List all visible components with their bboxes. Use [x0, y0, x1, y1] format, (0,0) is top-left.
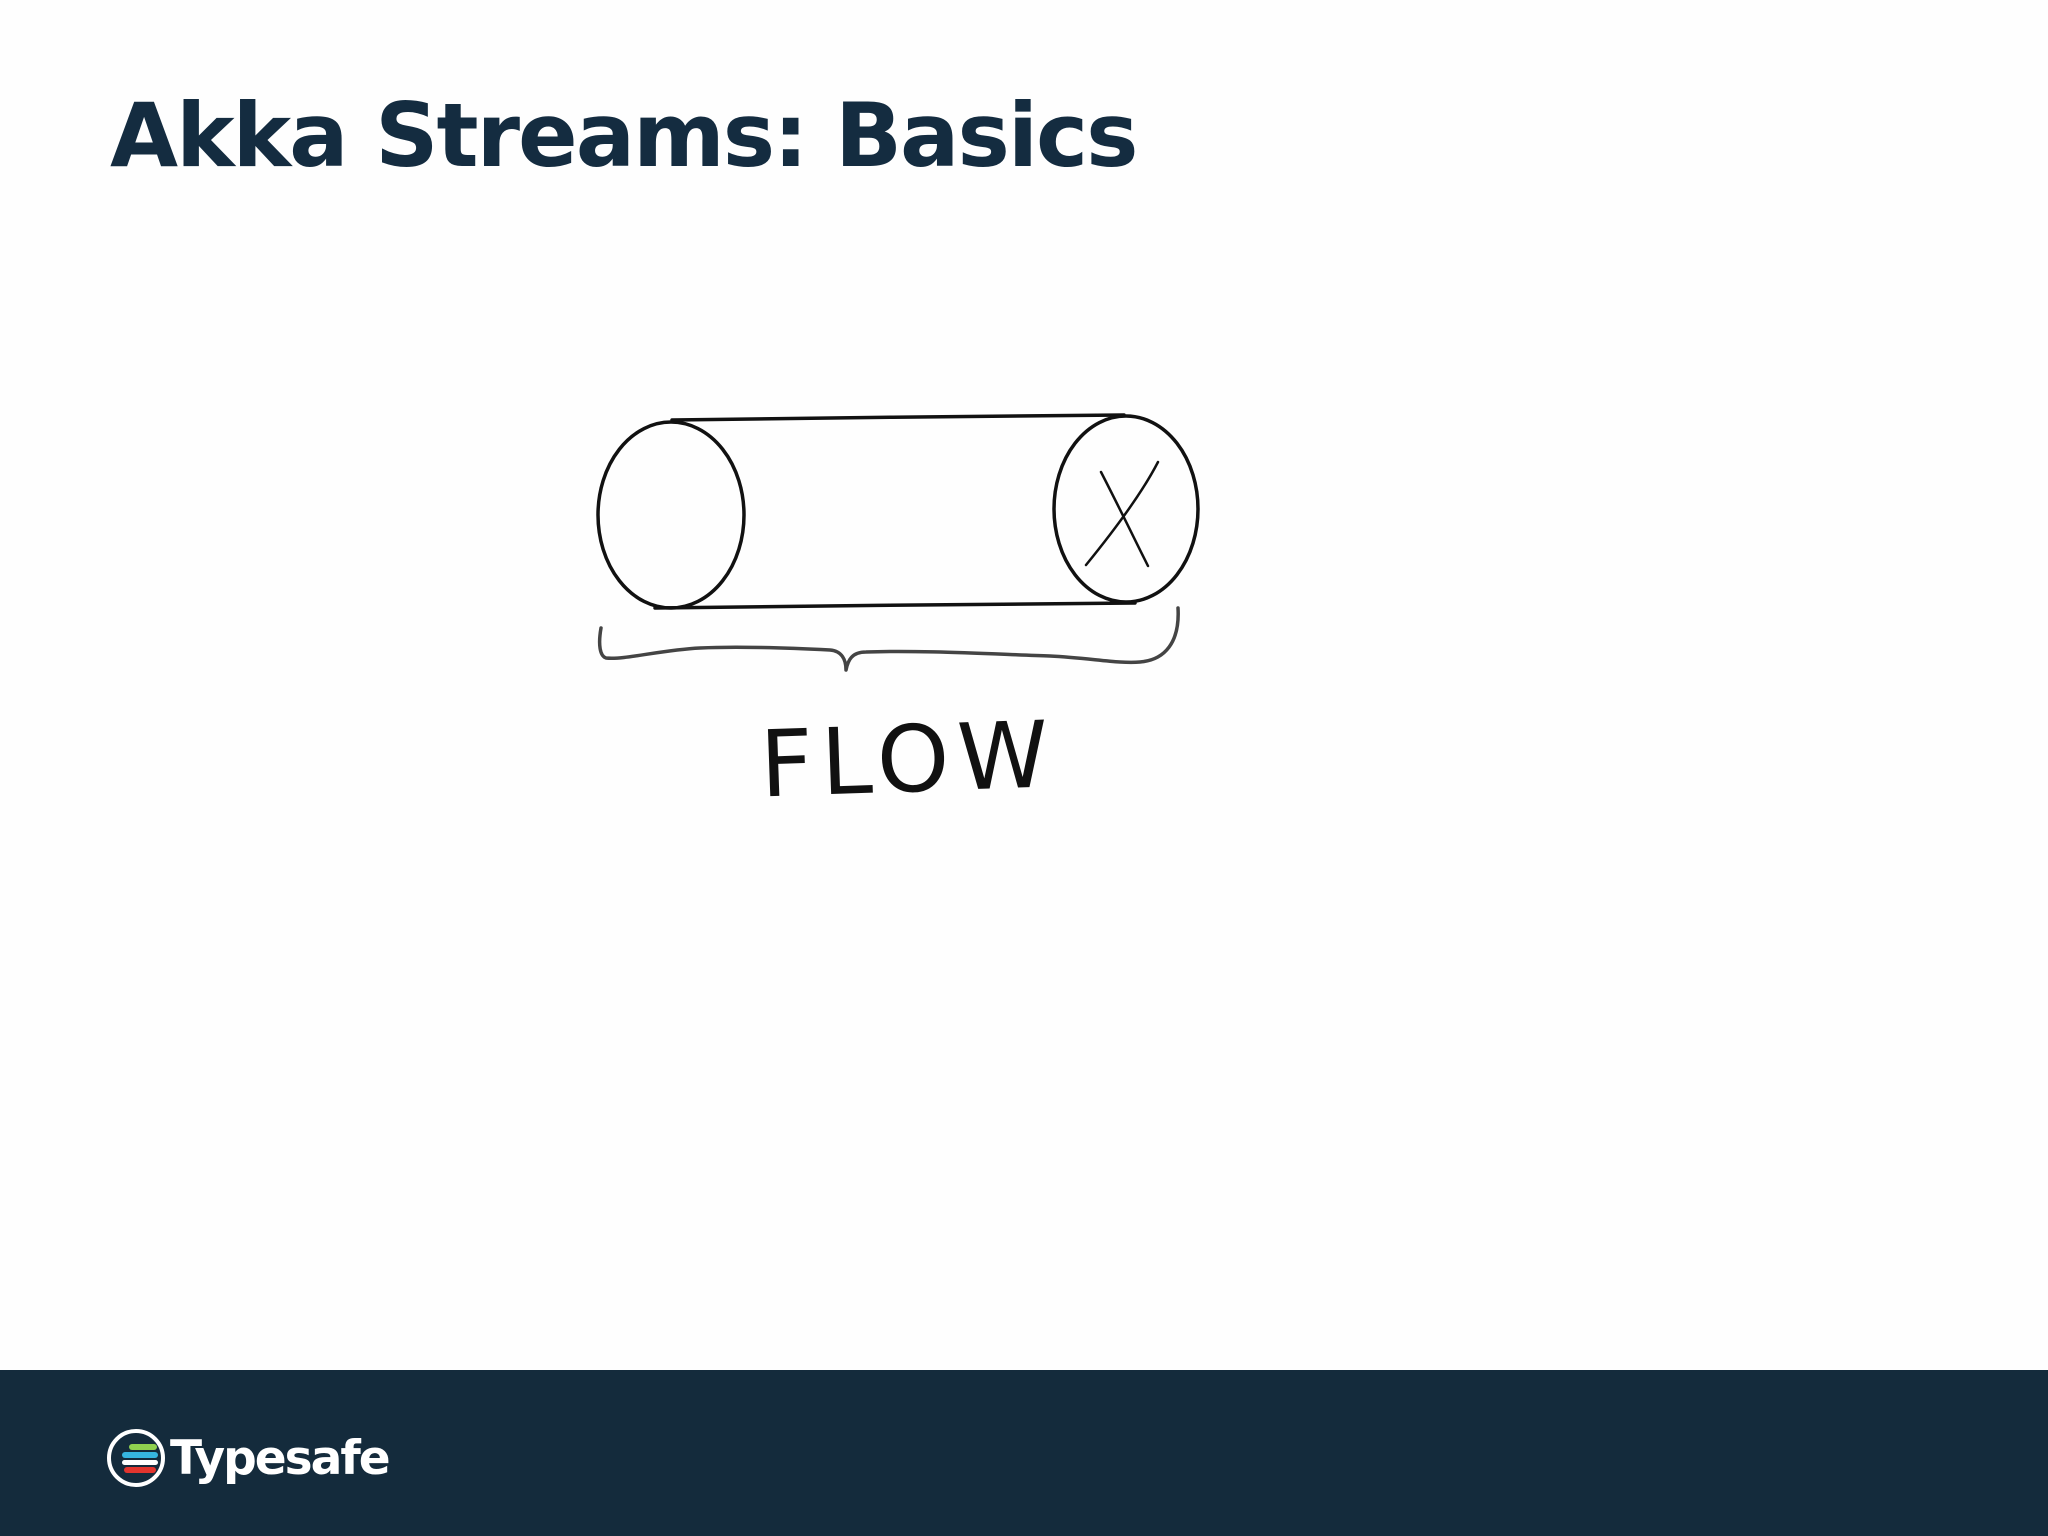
flow-brace — [597, 606, 1180, 672]
flow-inlet-circle — [596, 420, 746, 610]
slide-title: Akka Streams: Basics — [110, 84, 1139, 187]
x-mark-icon — [1084, 460, 1160, 568]
flow-label: FLOW — [758, 701, 1058, 818]
brand-name: Typesafe — [170, 1430, 391, 1486]
typesafe-logo-icon — [107, 1429, 165, 1487]
flow-tube-top — [670, 413, 1126, 422]
flow-tube-bottom — [653, 601, 1137, 610]
typesafe-logo: Typesafe — [106, 1428, 391, 1488]
footer-bar — [0, 1370, 2048, 1536]
flow-outlet-circle — [1052, 414, 1200, 604]
flow-diagram: FLOW — [596, 413, 1200, 818]
